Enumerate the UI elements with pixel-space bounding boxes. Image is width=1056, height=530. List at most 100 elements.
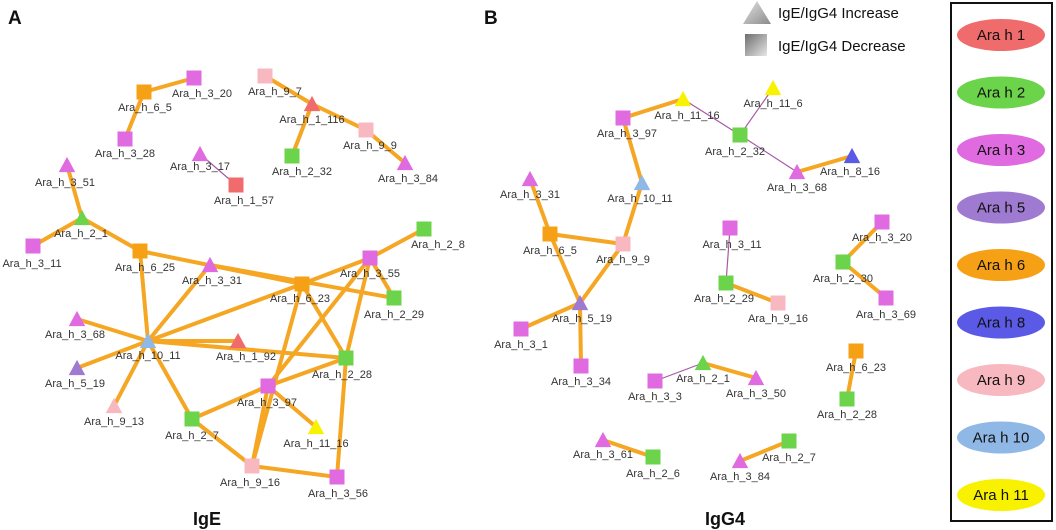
legend-label-ara-h-9: Ara h 9 bbox=[977, 372, 1025, 389]
panel-b-letter: B bbox=[484, 8, 498, 29]
node-label-Ara_h_3_28: Ara_h_3_28 bbox=[95, 148, 155, 160]
node-Ara_h_2_29 bbox=[386, 290, 402, 306]
node-label-Ara_h_1_57: Ara_h_1_57 bbox=[214, 195, 274, 207]
node-label-Ara_h_2_8: Ara_h_2_8 bbox=[411, 239, 465, 251]
node-Ara_h_6_23 bbox=[294, 276, 310, 292]
panel-a-title: IgE bbox=[193, 509, 221, 529]
node-Ara_h_6_5 bbox=[136, 84, 152, 100]
node-Ara_h_9_9 bbox=[615, 236, 631, 252]
edge-Ara_h_3_68-Ara_h_8_16 bbox=[795, 154, 854, 174]
node-Ara_h_2_7 bbox=[781, 433, 797, 449]
node-label-Ara_h_9_9: Ara_h_9_9 bbox=[343, 140, 397, 152]
node-label-Ara_h_9_16: Ara_h_9_16 bbox=[220, 477, 280, 489]
node-Ara_h_6_5 bbox=[542, 226, 558, 242]
edge-Ara_h_3_97-Ara_h_11_16 bbox=[621, 97, 685, 120]
edge-Ara_h_5_19-Ara_h_3_1 bbox=[519, 301, 582, 331]
node-Ara_h_2_6 bbox=[645, 449, 661, 465]
node-Ara_h_3_1 bbox=[513, 321, 529, 337]
node-Ara_h_11_16 bbox=[674, 90, 692, 107]
node-label-Ara_h_1_92: Ara_h_1_92 bbox=[216, 351, 276, 363]
legend-increase-label: IgE/IgG4 Increase bbox=[778, 5, 899, 22]
node-label-Ara_h_2_32: Ara_h_2_32 bbox=[705, 146, 765, 158]
legend-label-ara-h-3: Ara h 3 bbox=[977, 142, 1025, 159]
node-label-Ara_h_6_5: Ara_h_6_5 bbox=[523, 245, 577, 257]
node-Ara_h_1_57 bbox=[228, 177, 244, 193]
edge-Ara_h_2_32-Ara_h_3_68 bbox=[739, 134, 798, 173]
edge-Ara_h_2_28-Ara_h_3_56 bbox=[335, 356, 348, 479]
node-label-Ara_h_3_34: Ara_h_3_34 bbox=[551, 376, 611, 388]
node-Ara_h_2_1 bbox=[694, 354, 712, 371]
legend-label-ara-h-8: Ara h 8 bbox=[977, 315, 1025, 332]
node-Ara_h_3_56 bbox=[329, 469, 345, 485]
edge-Ara_h_2_1-Ara_h_3_11 bbox=[31, 216, 84, 248]
edge-Ara_h_3_31-Ara_h_10_11 bbox=[146, 263, 212, 343]
legend-label-ara-h-5: Ara h 5 bbox=[977, 200, 1025, 217]
node-label-Ara_h_3_61: Ara_h_3_61 bbox=[573, 449, 633, 461]
node-Ara_h_3_51 bbox=[58, 156, 76, 173]
node-label-Ara_h_3_55: Ara_h_3_55 bbox=[340, 268, 400, 280]
node-label-Ara_h_3_97: Ara_h_3_97 bbox=[597, 128, 657, 140]
node-label-Ara_h_3_68: Ara_h_3_68 bbox=[45, 329, 105, 341]
edge-Ara_h_9_9-Ara_h_5_19 bbox=[578, 242, 625, 305]
node-Ara_h_2_8 bbox=[416, 221, 432, 237]
node-label-Ara_h_2_7: Ara_h_2_7 bbox=[762, 452, 816, 464]
node-Ara_h_9_16 bbox=[770, 295, 786, 311]
node-Ara_h_3_17 bbox=[191, 145, 209, 162]
node-Ara_h_3_97 bbox=[615, 110, 631, 126]
edge-Ara_h_3_55-Ara_h_2_28 bbox=[344, 256, 372, 360]
node-label-Ara_h_10_11: Ara_h_10_11 bbox=[115, 350, 180, 362]
node-label-Ara_h_6_25: Ara_h_6_25 bbox=[115, 262, 175, 274]
node-Ara_h_10_11 bbox=[633, 174, 651, 191]
node-label-Ara_h_9_7: Ara_h_9_7 bbox=[248, 86, 302, 98]
edge-Ara_h_3_68-Ara_h_10_11 bbox=[75, 317, 150, 343]
node-Ara_h_9_7 bbox=[257, 68, 273, 84]
node-label-Ara_h_2_28: Ara_h_2_28 bbox=[817, 409, 877, 421]
node-Ara_h_3_28 bbox=[117, 131, 133, 147]
edge-Ara_h_2_7-Ara_h_9_16 bbox=[190, 417, 254, 468]
node-Ara_h_2_7 bbox=[184, 411, 200, 427]
node-label-Ara_h_10_11: Ara_h_10_11 bbox=[607, 193, 672, 205]
network-b-nodes: Ara_h_3_97Ara_h_11_16Ara_h_11_6Ara_h_2_3… bbox=[494, 79, 916, 483]
node-label-Ara_h_3_97: Ara_h_3_97 bbox=[237, 397, 297, 409]
edge-Ara_h_10_11-Ara_h_9_9 bbox=[621, 181, 644, 246]
node-Ara_h_3_68 bbox=[788, 163, 806, 180]
edge-Ara_h_1_116-Ara_h_9_9 bbox=[310, 102, 368, 132]
edge-Ara_h_6_25-Ara_h_10_11 bbox=[138, 249, 150, 343]
edge-Ara_h_2_1-Ara_h_3_3 bbox=[654, 362, 704, 382]
legend-swatch-ara-h-9 bbox=[957, 364, 1045, 396]
node-label-Ara_h_3_1: Ara_h_3_1 bbox=[494, 339, 548, 351]
edge-Ara_h_5_19-Ara_h_3_34 bbox=[578, 301, 583, 368]
node-Ara_h_1_92 bbox=[229, 332, 247, 349]
edge-Ara_h_6_5-Ara_h_9_9 bbox=[548, 232, 625, 246]
node-Ara_h_3_50 bbox=[747, 369, 765, 386]
node-Ara_h_3_3 bbox=[647, 373, 663, 389]
node-Ara_h_9_13 bbox=[105, 397, 123, 414]
node-Ara_h_2_28 bbox=[338, 350, 354, 366]
node-Ara_h_5_19 bbox=[571, 294, 589, 311]
edge-Ara_h_3_61-Ara_h_2_6 bbox=[601, 438, 655, 459]
shape-legend: IgE/IgG4 Increase IgE/IgG4 Decrease bbox=[743, 1, 906, 56]
node-label-Ara_h_3_31: Ara_h_3_31 bbox=[500, 189, 560, 201]
node-Ara_h_2_29 bbox=[718, 275, 734, 291]
edge-Ara_h_3_97-Ara_h_2_7 bbox=[190, 384, 270, 421]
node-label-Ara_h_2_32: Ara_h_2_32 bbox=[272, 166, 332, 178]
edge-Ara_h_9_16-Ara_h_3_56 bbox=[250, 464, 339, 479]
legend-label-ara-h-6: Ara h 6 bbox=[977, 257, 1025, 274]
panel-a-letter: A bbox=[8, 8, 22, 29]
node-label-Ara_h_3_31: Ara_h_3_31 bbox=[182, 275, 242, 287]
node-label-Ara_h_5_19: Ara_h_5_19 bbox=[552, 313, 612, 325]
legend-label-ara-h-2: Ara h 2 bbox=[977, 85, 1025, 102]
edge-Ara_h_3_97-Ara_h_9_16 bbox=[250, 384, 270, 468]
edge-Ara_h_6_23-Ara_h_2_28 bbox=[845, 349, 858, 401]
legend-label-ara-h-10: Ara h 10 bbox=[973, 430, 1030, 447]
legend-swatch-ara-h-3 bbox=[957, 134, 1045, 166]
node-Ara_h_3_11 bbox=[722, 220, 738, 236]
edge-Ara_h_2_1-Ara_h_3_50 bbox=[701, 361, 758, 380]
node-label-Ara_h_2_1: Ara_h_2_1 bbox=[54, 228, 108, 240]
node-label-Ara_h_2_1: Ara_h_2_1 bbox=[676, 373, 730, 385]
node-label-Ara_h_3_17: Ara_h_3_17 bbox=[170, 161, 230, 173]
node-Ara_h_3_55 bbox=[362, 250, 378, 266]
node-Ara_h_11_16 bbox=[307, 418, 325, 435]
node-label-Ara_h_11_6: Ara_h_11_6 bbox=[743, 98, 802, 110]
legend-swatch-ara-h-6 bbox=[957, 249, 1045, 281]
